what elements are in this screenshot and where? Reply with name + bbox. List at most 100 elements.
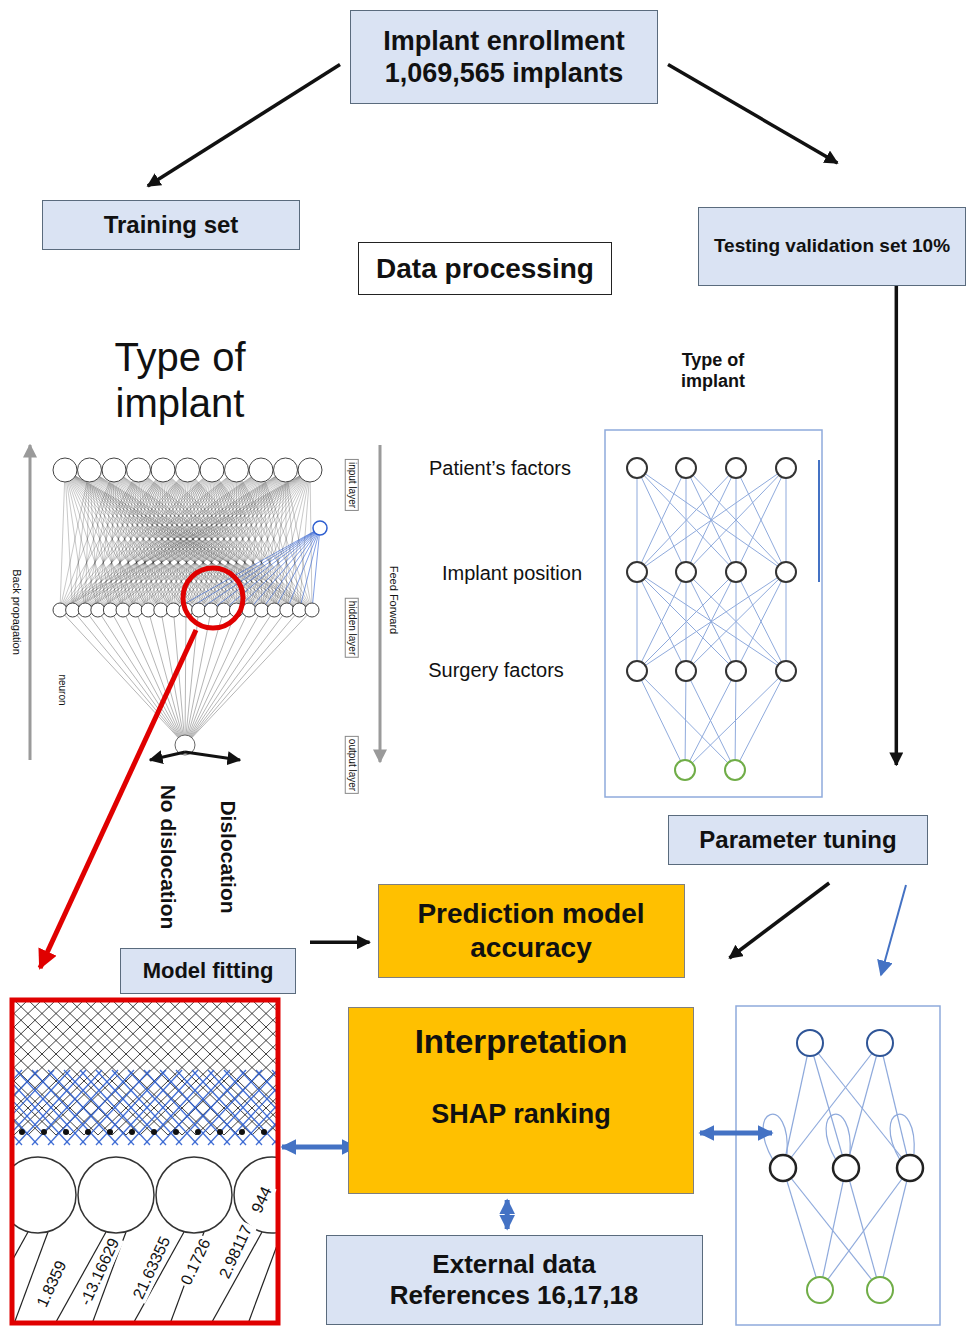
layer-label: output layer xyxy=(345,736,359,794)
net-link xyxy=(65,470,262,610)
zoom-circle xyxy=(183,568,243,628)
net-link xyxy=(168,1002,276,1135)
net-link xyxy=(90,470,313,610)
net-link xyxy=(637,572,686,671)
node-dot xyxy=(63,1129,69,1135)
zoom-frame xyxy=(12,1000,278,1323)
layer-label: input layer xyxy=(345,459,359,511)
node-dot xyxy=(217,1129,223,1135)
output-arrow xyxy=(150,752,185,760)
net-link xyxy=(182,1002,276,1135)
net-link xyxy=(73,470,286,610)
net-link xyxy=(16,1070,86,1145)
node-dot xyxy=(19,1129,25,1135)
net-link xyxy=(637,572,686,671)
node-text: Testing validation set 10% xyxy=(714,235,950,258)
double-arrow xyxy=(282,1145,356,1150)
net-link xyxy=(16,1070,86,1145)
backprop-arrow xyxy=(29,445,32,760)
net-link xyxy=(272,1070,276,1145)
neuron-symbol xyxy=(66,603,80,617)
neuron-symbol xyxy=(725,760,745,780)
net-link xyxy=(224,528,320,610)
neuron-symbol xyxy=(280,603,294,617)
net-link xyxy=(637,468,786,572)
net-link xyxy=(192,1070,262,1145)
neural-network xyxy=(763,1030,923,1303)
blue-arrow xyxy=(881,885,906,975)
net-link xyxy=(14,1232,28,1321)
net-link xyxy=(637,468,638,572)
neuron-symbol xyxy=(770,1155,796,1181)
net-link xyxy=(124,1232,184,1321)
net-link xyxy=(65,470,287,610)
net-link xyxy=(199,470,310,610)
node-text: SHAP ranking xyxy=(431,1098,611,1130)
neuron-symbol xyxy=(305,603,319,617)
net-link xyxy=(123,470,310,610)
net-link xyxy=(637,468,736,572)
factor-label: Surgery factors xyxy=(428,659,564,682)
output-arrow xyxy=(185,752,240,760)
net-link xyxy=(686,572,786,671)
net-link xyxy=(14,1002,126,1135)
net-link xyxy=(735,671,786,770)
net-link xyxy=(637,468,736,572)
node-dot xyxy=(85,1129,91,1135)
neuron-symbol xyxy=(249,458,273,482)
direction-label: Feed Forward xyxy=(388,564,401,636)
net-link xyxy=(64,1070,134,1145)
net-link xyxy=(144,1070,214,1145)
neuron-label: neuron xyxy=(56,672,68,707)
net-link xyxy=(60,470,261,610)
neuron-symbol xyxy=(127,458,151,482)
net-link xyxy=(236,528,320,610)
net-link xyxy=(736,572,786,671)
direction-label: Back propagation xyxy=(11,569,24,655)
net-link xyxy=(238,1002,276,1135)
net-link xyxy=(128,1070,198,1145)
node-text: Implant enrollment 1,069,565 implants xyxy=(361,25,647,90)
neuron-symbol xyxy=(676,562,696,582)
neuron-symbol xyxy=(675,760,695,780)
neuron-symbol xyxy=(676,661,696,681)
net-link xyxy=(880,1168,910,1290)
net-link xyxy=(14,1002,126,1135)
net-link xyxy=(185,610,299,745)
neuron-symbol xyxy=(797,1030,823,1056)
neuron-symbol xyxy=(627,661,647,681)
neuron-symbol xyxy=(166,603,180,617)
net-link xyxy=(686,671,735,770)
neuron-symbol xyxy=(129,603,143,617)
net-link xyxy=(287,528,320,610)
net-link xyxy=(783,1168,820,1290)
neuron-symbol xyxy=(14,1157,76,1233)
net-link xyxy=(240,1070,276,1145)
net-link xyxy=(65,470,249,610)
weight-value: 21.63355 xyxy=(129,1232,176,1304)
process-box: Implant enrollment 1,069,565 implants xyxy=(350,10,658,104)
flow-arrow xyxy=(895,286,899,765)
neuron-symbol xyxy=(78,458,102,482)
net-link xyxy=(637,572,786,671)
neuron-symbol xyxy=(274,458,298,482)
neuron-symbol xyxy=(776,562,796,582)
net-link xyxy=(262,528,320,610)
net-link xyxy=(249,528,320,610)
net-link xyxy=(60,470,90,610)
node-dot xyxy=(129,1129,135,1135)
neuron-symbol xyxy=(726,458,746,478)
neural-network xyxy=(53,458,327,755)
flow-arrow xyxy=(730,883,830,958)
zoom-detail xyxy=(14,1002,276,1321)
net-link xyxy=(685,671,736,770)
neuron-symbol xyxy=(867,1277,893,1303)
net-link xyxy=(32,1070,102,1145)
net-link xyxy=(256,1070,276,1145)
net-link xyxy=(160,1070,230,1145)
net-link xyxy=(846,1043,880,1168)
node-dot xyxy=(151,1129,157,1135)
net-link xyxy=(252,1002,276,1135)
process-box: External data References 16,17,18 xyxy=(326,1235,703,1325)
net-link xyxy=(139,470,300,610)
